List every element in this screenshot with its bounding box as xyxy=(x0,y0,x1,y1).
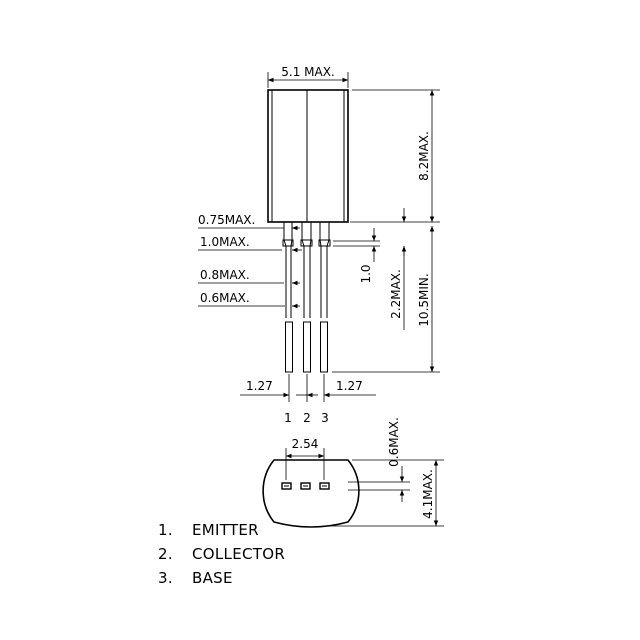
legend-label: EMITTER xyxy=(192,521,259,539)
body-depth-label: 4.1MAX. xyxy=(421,469,435,519)
flat-depth-dimension: 0.6MAX. xyxy=(348,417,410,502)
leads xyxy=(282,222,331,373)
legend-row-base: 3. BASE xyxy=(158,566,285,590)
lead-length-dimension: 10.5MIN. xyxy=(332,226,440,373)
body-outline xyxy=(267,89,349,223)
legend-number: 1. xyxy=(158,521,173,539)
bottom-view xyxy=(262,459,360,528)
lead-06-label: 0.6MAX. xyxy=(200,291,250,305)
spacing-dimension: 2.54 xyxy=(285,437,325,480)
pitch-left-label: 1.27 xyxy=(246,379,273,393)
pin-number-3: 3 xyxy=(321,411,329,425)
pitch-right-label: 1.27 xyxy=(336,379,363,393)
pin-numbers: 1 2 3 xyxy=(284,411,329,425)
lead-06-dimension: 0.6MAX. xyxy=(198,291,300,309)
spacing-label: 2.54 xyxy=(292,437,319,451)
flat-depth-label: 0.6MAX. xyxy=(387,417,401,467)
standoff-10-dimension: 1.0 xyxy=(333,228,380,284)
legend-number: 3. xyxy=(158,569,173,587)
legend-row-collector: 2. COLLECTOR xyxy=(158,542,285,566)
legend-label: COLLECTOR xyxy=(192,545,286,563)
pitch-left-dimension: 1.27 xyxy=(240,374,318,402)
pin-legend: 1. EMITTER 2. COLLECTOR 3. BASE xyxy=(158,518,285,590)
lead-length-label: 10.5MIN. xyxy=(417,273,431,326)
lead-08-dimension: 0.8MAX. xyxy=(198,268,300,286)
body-depth-dimension: 4.1MAX. xyxy=(330,459,444,527)
standoff-22-dimension: 2.2MAX. xyxy=(389,208,407,330)
pin-number-2: 2 xyxy=(303,411,311,425)
legend-number: 2. xyxy=(158,545,173,563)
body-height-dimension: 8.2MAX. xyxy=(350,89,440,223)
legend-row-emitter: 1. EMITTER xyxy=(158,518,285,542)
lead-075-label: 0.75MAX. xyxy=(198,213,255,227)
lead-075-dimension: 0.75MAX. xyxy=(198,213,300,231)
standoff-22-label: 2.2MAX. xyxy=(389,269,403,319)
lead-10-label: 1.0MAX. xyxy=(200,235,250,249)
body-height-label: 8.2MAX. xyxy=(417,131,431,181)
body-width-dimension: 5.1 MAX. xyxy=(267,65,349,88)
pin-number-1: 1 xyxy=(284,411,292,425)
lead-10-dimension: 1.0MAX. xyxy=(198,235,302,253)
body-width-label: 5.1 MAX. xyxy=(281,65,335,79)
pitch-right-dimension: 1.27 xyxy=(296,374,376,402)
legend-label: BASE xyxy=(192,569,233,587)
lead-08-label: 0.8MAX. xyxy=(200,268,250,282)
standoff-10-label: 1.0 xyxy=(359,264,373,283)
